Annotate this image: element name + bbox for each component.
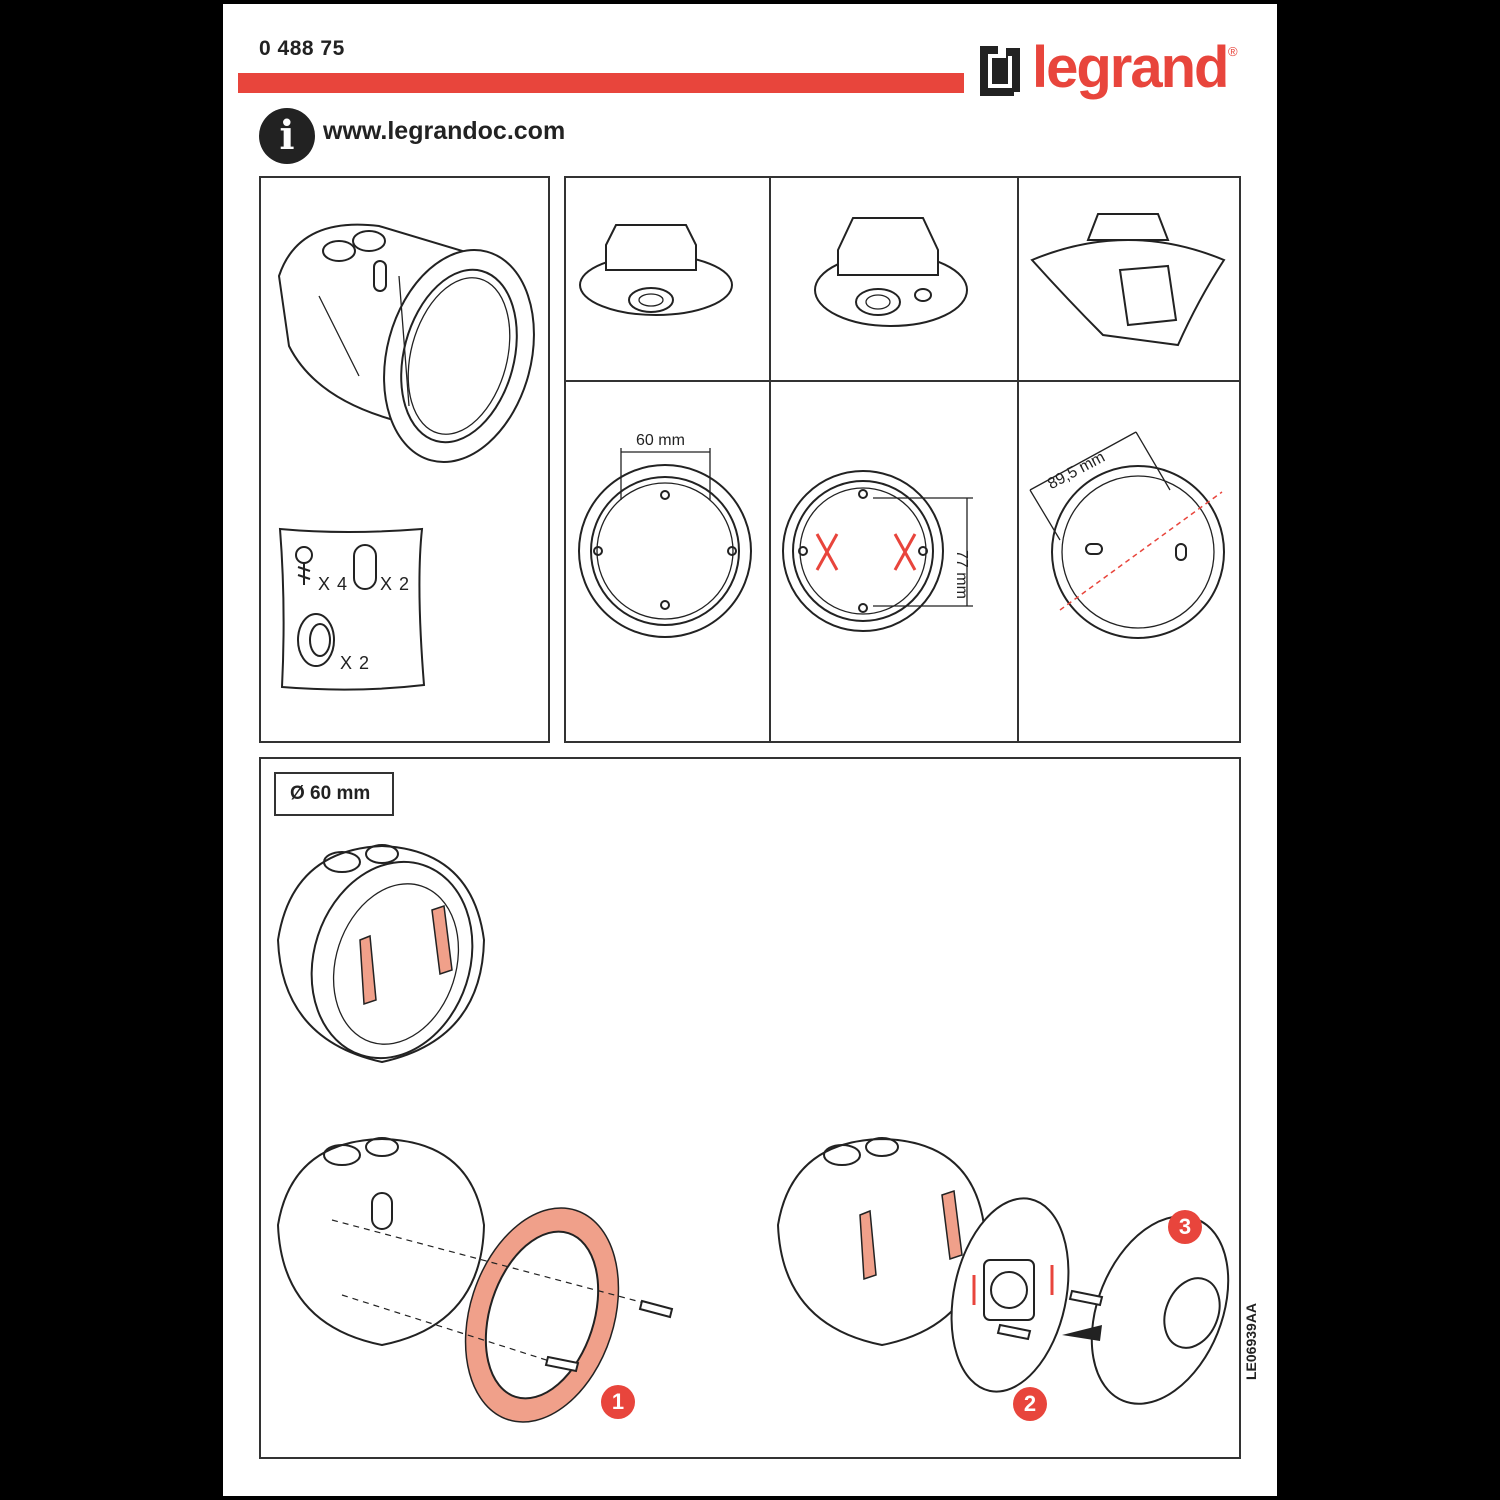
surface-base-89mm-drawing xyxy=(1029,431,1225,639)
ring-60mm-drawing xyxy=(578,448,752,638)
screws-quantity: X 4 xyxy=(318,574,349,594)
step-2-3-detector-mounting-illustration xyxy=(776,1137,1230,1405)
detector-surface-illustration xyxy=(1030,213,1226,347)
step-1-ring-mounting-illustration xyxy=(276,1137,674,1423)
document-code: LE06939AA xyxy=(1243,1302,1259,1380)
junction-box-with-ring-illustration xyxy=(277,223,535,463)
registered-mark: ® xyxy=(1228,44,1238,59)
grid-divider xyxy=(564,380,1241,382)
plugs-quantity: X 2 xyxy=(380,574,411,594)
junction-box-with-clamps-illustration xyxy=(276,844,486,1064)
detector-flush-small-illustration xyxy=(579,224,733,316)
step-2-badge: 2 xyxy=(1013,1387,1047,1421)
legrand-logo: legrand ® xyxy=(978,35,1248,110)
info-icon: i xyxy=(259,108,315,164)
step-1-badge: 1 xyxy=(601,1385,635,1419)
grid-divider xyxy=(769,176,771,743)
step-3-badge: 3 xyxy=(1168,1210,1202,1244)
website-link[interactable]: www.legrandoc.com xyxy=(323,117,566,145)
legrand-logo-mark xyxy=(980,46,1020,96)
diameter-label: Ø 60 mm xyxy=(274,772,394,816)
header-red-bar xyxy=(238,73,964,93)
spacing-77-label: 77 mm xyxy=(953,550,970,599)
ring-77mm-drawing xyxy=(782,470,973,632)
spacing-60-label: 60 mm xyxy=(636,432,685,449)
product-reference: 0 488 75 xyxy=(259,37,345,60)
brand-wordmark: legrand xyxy=(1032,35,1229,100)
grommets-quantity: X 2 xyxy=(340,653,371,673)
accessory-bag-illustration xyxy=(278,527,426,691)
grid-divider xyxy=(1017,176,1019,743)
detector-flush-large-illustration xyxy=(814,217,968,327)
